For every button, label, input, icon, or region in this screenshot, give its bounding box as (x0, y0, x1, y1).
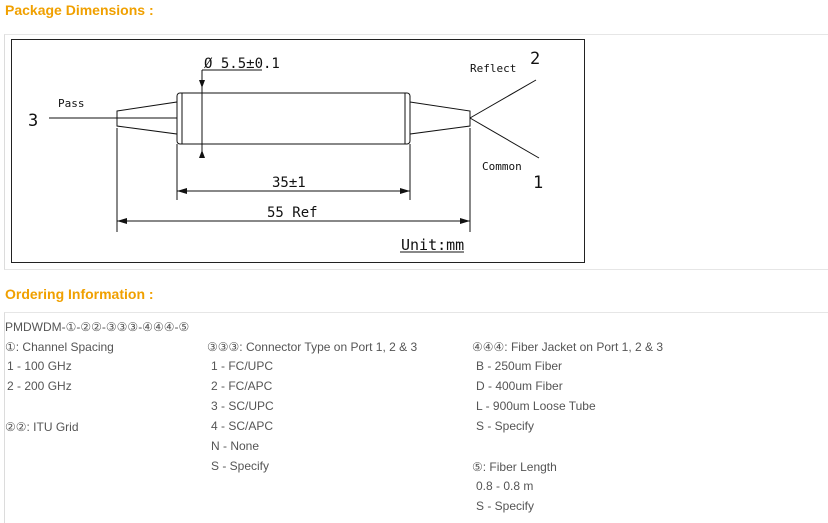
length-label: 35±1 (272, 175, 306, 191)
part-number-format: PMDWDM-①-②②-③③③-④④④-⑤ (5, 320, 190, 334)
common-label: Common (482, 160, 522, 173)
port-2-number: 2 (530, 49, 540, 69)
fiber-jacket-option: S - Specify (476, 419, 535, 433)
fiber-jacket-option: L - 900um Loose Tube (476, 399, 596, 413)
ordering-info-title: Ordering Information : (5, 286, 154, 302)
fiber-length-option: 0.8 - 0.8 m (476, 479, 534, 493)
package-dimensions-title: Package Dimensions : (5, 2, 154, 18)
connector-option: S - Specify (211, 459, 270, 473)
ordering-panel (4, 312, 828, 523)
device-body (176, 92, 411, 145)
ref-arrow-right (460, 218, 470, 224)
connector-type-heading: ③③③: Connector Type on Port 1, 2 & 3 (207, 340, 418, 354)
port-1-number: 1 (533, 173, 543, 193)
pass-label: Pass (58, 97, 85, 110)
ref-arrow-left (117, 218, 127, 224)
fiber-jacket-option: B - 250um Fiber (476, 359, 563, 373)
length-arrow-right (400, 188, 410, 194)
fiber-jacket-option: D - 400um Fiber (476, 379, 563, 393)
reflect-fiber (469, 79, 537, 119)
drawing-panel (4, 34, 828, 270)
drawing-svg: Ø 5.5±0.1 35±1 55 Ref Unit:mm Pass Refle… (28, 49, 543, 254)
connector-option: 2 - FC/APC (211, 379, 273, 393)
length-arrow-left (177, 188, 187, 194)
fiber-length-option: S - Specify (476, 499, 535, 513)
connector-option: N - None (211, 439, 260, 453)
channel-spacing-option: 1 - 100 GHz (7, 359, 72, 373)
dimension-drawing: Ø 5.5±0.1 35±1 55 Ref Unit:mm Pass Refle… (11, 39, 585, 263)
right-boot (409, 101, 471, 135)
connector-option: 3 - SC/UPC (211, 399, 274, 413)
connector-option: 4 - SC/APC (211, 419, 274, 433)
channel-spacing-heading: ①: Channel Spacing (5, 340, 114, 354)
unit-label: Unit:mm (401, 236, 464, 254)
ref-label: 55 Ref (267, 205, 318, 221)
diameter-arrow-bottom (199, 150, 205, 158)
reflect-label: Reflect (470, 62, 516, 75)
fiber-length-heading: ⑤: Fiber Length (472, 460, 557, 474)
common-fiber (469, 117, 540, 159)
itu-grid-heading: ②②: ITU Grid (5, 420, 79, 434)
diameter-label: Ø 5.5±0.1 (204, 56, 280, 72)
connector-option: 1 - FC/UPC (211, 359, 274, 373)
diameter-arrow-top (199, 80, 205, 88)
fiber-jacket-heading: ④④④: Fiber Jacket on Port 1, 2 & 3 (472, 340, 664, 354)
port-3-number: 3 (28, 111, 38, 131)
channel-spacing-option: 2 - 200 GHz (7, 379, 72, 393)
